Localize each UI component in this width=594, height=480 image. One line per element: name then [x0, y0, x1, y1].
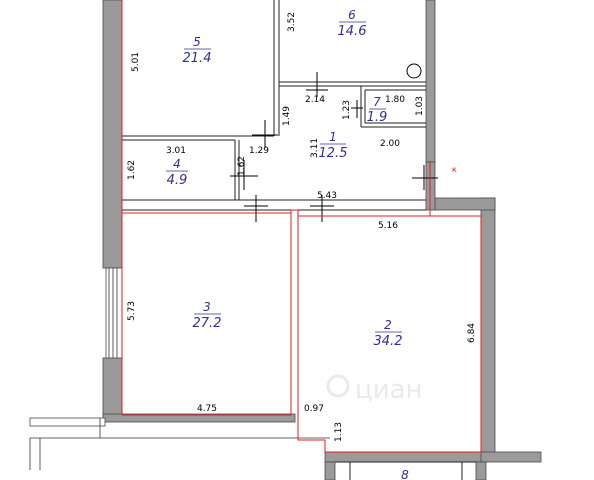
room-7-area: 1.9: [367, 110, 388, 125]
dim-5-43: 5.43: [317, 191, 337, 201]
wall-bottom-room2: [324, 451, 486, 463]
dim-6-84: 6.84: [467, 323, 477, 343]
marker-k: к: [452, 165, 457, 174]
wall-bottom-right: [480, 451, 542, 463]
room-1-number: 1: [329, 130, 337, 144]
dim-1-62-left: 1.62: [127, 160, 137, 180]
interior-walls: [121, 0, 476, 480]
dim-4-75: 4.75: [197, 404, 217, 414]
dim-0-97: 0.97: [304, 404, 324, 414]
watermark: циан: [326, 374, 423, 405]
wall-step: [429, 197, 496, 211]
room-3-number: 3: [203, 300, 211, 314]
room-4-number: 4: [173, 157, 181, 171]
wall-bottom-right-stub: [475, 461, 487, 480]
dim-1-03: 1.03: [415, 96, 425, 116]
room-6-number: 6: [348, 8, 356, 22]
door-marks: [230, 72, 438, 222]
room-labels: 5 21.4 6 14.6 7 1.9 1 12.5 4 4.9 3 27.2 …: [166, 8, 409, 480]
wall-bottom-left-stub: [324, 461, 336, 480]
dim-1-23: 1.23: [342, 100, 352, 120]
watermark-logo: [326, 374, 350, 398]
dim-1-49: 1.49: [282, 106, 292, 126]
dim-1-62-right: 1.62: [237, 156, 247, 176]
dim-2-14: 2.14: [305, 95, 325, 105]
room-2-area: 34.2: [374, 334, 403, 349]
dim-5-16: 5.16: [378, 221, 398, 231]
dim-2-00: 2.00: [380, 139, 400, 149]
room-1-area: 12.5: [319, 146, 348, 161]
window-left: [105, 267, 123, 359]
room-3-area: 27.2: [193, 316, 222, 331]
room-5-number: 5: [193, 35, 201, 49]
room-5-area: 21.4: [183, 51, 212, 66]
dim-1-29: 1.29: [249, 146, 269, 156]
wall-left-outer: [102, 0, 123, 269]
room-4-area: 4.9: [167, 173, 188, 188]
dim-3-01: 3.01: [166, 146, 186, 156]
walls: [29, 0, 542, 480]
balcony-left: [29, 417, 106, 427]
watermark-text: циан: [355, 375, 423, 405]
dim-1-80: 1.80: [385, 95, 405, 105]
dim-3-11: 3.11: [310, 138, 320, 158]
room-6-area: 14.6: [338, 24, 367, 39]
dim-5-01: 5.01: [131, 52, 141, 72]
fixture-circle: [406, 63, 422, 79]
room-2-number: 2: [384, 318, 392, 332]
wall-right-upper: [425, 0, 436, 163]
dimension-labels: 5.01 3.52 1.49 2.14 1.23 1.80 1.03 3.01 …: [127, 12, 477, 442]
wall-left-lower: [102, 357, 123, 417]
dim-5-73: 5.73: [127, 301, 137, 321]
room-7-number: 7: [373, 95, 381, 109]
wall-right-room2: [480, 197, 496, 461]
dim-1-13: 1.13: [334, 422, 344, 442]
room-8-number: 8: [401, 468, 409, 480]
dim-3-52: 3.52: [287, 12, 297, 32]
